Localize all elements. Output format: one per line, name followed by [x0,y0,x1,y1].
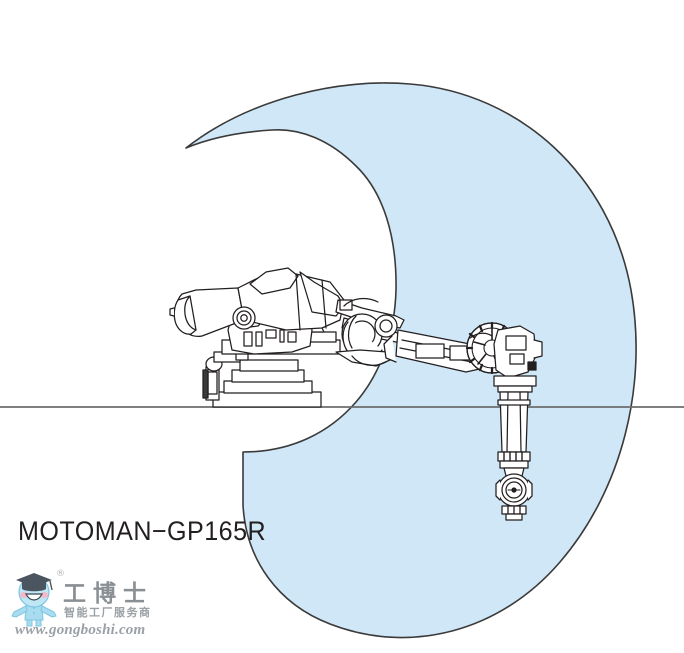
watermark-tagline-text: 智能工厂服务商 [64,606,152,619]
end-effector-flange [495,473,533,507]
watermark-url-text: www.gongboshi.com [15,622,146,638]
upper-arm-rear-motor [169,287,245,338]
elbow-linkage-hub [335,299,398,367]
tool-plate [501,505,527,521]
cable-harness [343,297,493,366]
robot-assembly [169,267,543,521]
wrist-collar [497,451,531,477]
upper-arm-body [237,267,345,331]
graduate-mascot-icon [11,573,57,627]
model-name-label: MOTOMAN−GP165R [18,516,267,546]
robot-base [202,351,322,408]
shoulder-pivot-joint [232,306,256,330]
wrist-drive-housing [493,325,543,379]
watermark-brand-text: 工博士 [63,581,153,607]
vertical-arm-tube [497,391,531,453]
wrist-mount-plate [493,375,537,393]
watermark-logo: ® 工博士 智能工厂服务商 www.gongboshi.com [6,568,206,648]
registered-mark: ® [56,569,65,579]
